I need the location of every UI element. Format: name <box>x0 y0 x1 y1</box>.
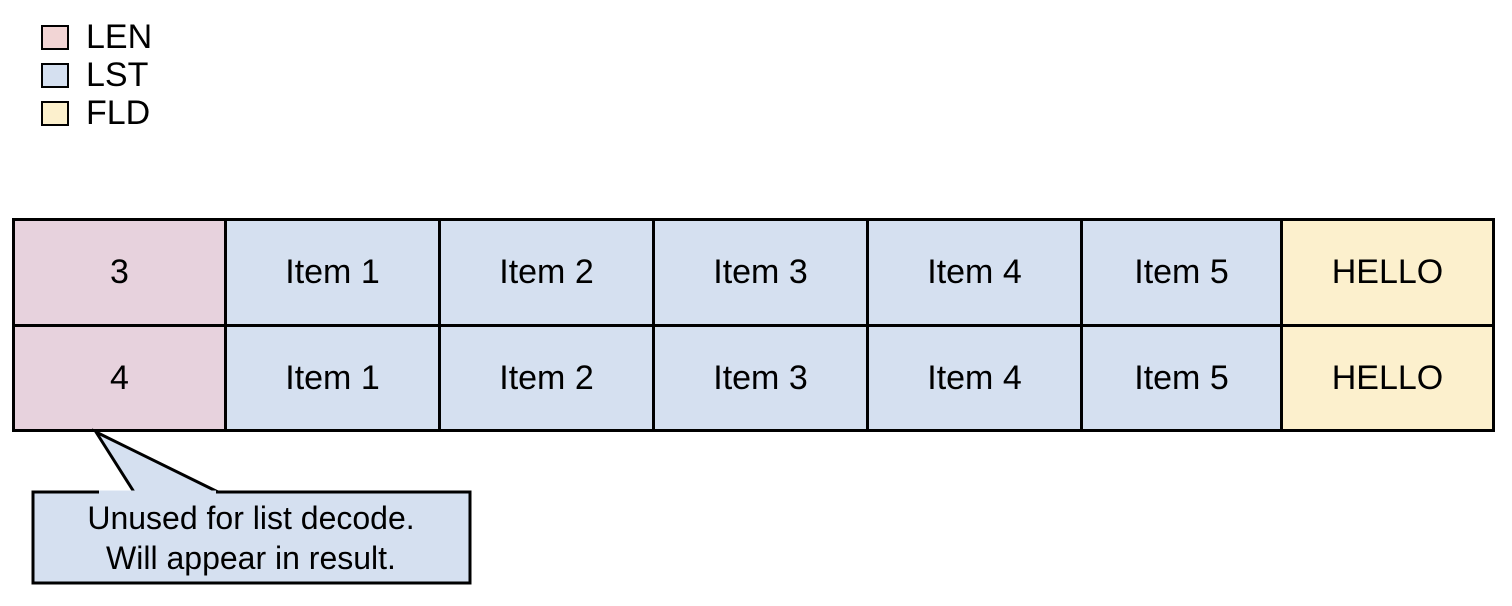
cell-value: Item 2 <box>499 253 594 292</box>
legend-label-len: LEN <box>86 18 153 56</box>
cell-list-item-4: Item 4 <box>866 326 1080 429</box>
cell-len: 4 <box>15 326 224 429</box>
legend-item-fld: FLD <box>41 94 441 132</box>
cell-len-value: 3 <box>110 253 129 292</box>
callout-line-2: Will appear in result. <box>106 539 396 576</box>
cell-fld-value: HELLO <box>1331 253 1444 292</box>
cell-list-item-2: Item 2 <box>438 326 652 429</box>
table-row: 3 Item 1 Item 2 Item 3 Item 4 Item 5 HEL… <box>15 221 1492 324</box>
cell-list-item-3: Item 3 <box>652 221 866 324</box>
legend-item-lst: LST <box>41 56 441 94</box>
fld-swatch-icon <box>41 100 69 126</box>
callout-line-1: Unused for list decode. <box>87 499 415 536</box>
cell-list-item-1: Item 1 <box>224 221 438 324</box>
cell-value: Item 2 <box>499 358 594 397</box>
cell-fld: HELLO <box>1280 326 1492 429</box>
cell-list-item-5: Item 5 <box>1080 221 1280 324</box>
cell-len-value: 4 <box>110 358 129 397</box>
table-row: 4 Item 1 Item 2 Item 3 Item 4 Item 5 HEL… <box>15 323 1492 429</box>
packet-layout-table: 3 Item 1 Item 2 Item 3 Item 4 Item 5 HEL… <box>12 218 1495 432</box>
cell-len: 3 <box>15 221 224 324</box>
legend-item-len: LEN <box>41 18 441 56</box>
cell-value: Item 5 <box>1134 253 1229 292</box>
callout-tail-icon <box>91 428 219 494</box>
cell-value: Item 4 <box>927 358 1022 397</box>
cell-value: Item 4 <box>927 253 1022 292</box>
legend-label-lst: LST <box>86 56 149 94</box>
cell-value: Item 5 <box>1134 358 1229 397</box>
cell-fld-value: HELLO <box>1331 358 1444 397</box>
cell-list-item-2: Item 2 <box>438 221 652 324</box>
cell-value: Item 3 <box>713 253 808 292</box>
cell-list-item-4: Item 4 <box>866 221 1080 324</box>
cell-list-item-3: Item 3 <box>652 326 866 429</box>
cell-value: Item 1 <box>285 253 380 292</box>
callout-text: Unused for list decode. Will appear in r… <box>32 492 470 583</box>
lst-swatch-icon <box>41 62 69 88</box>
legend-label-fld: FLD <box>86 94 151 132</box>
cell-list-item-1: Item 1 <box>224 326 438 429</box>
cell-value: Item 3 <box>713 358 808 397</box>
cell-list-item-5: Item 5 <box>1080 326 1280 429</box>
len-swatch-icon <box>41 24 69 50</box>
legend: LEN LST FLD <box>41 18 441 132</box>
cell-fld: HELLO <box>1280 221 1492 324</box>
cell-value: Item 1 <box>285 358 380 397</box>
